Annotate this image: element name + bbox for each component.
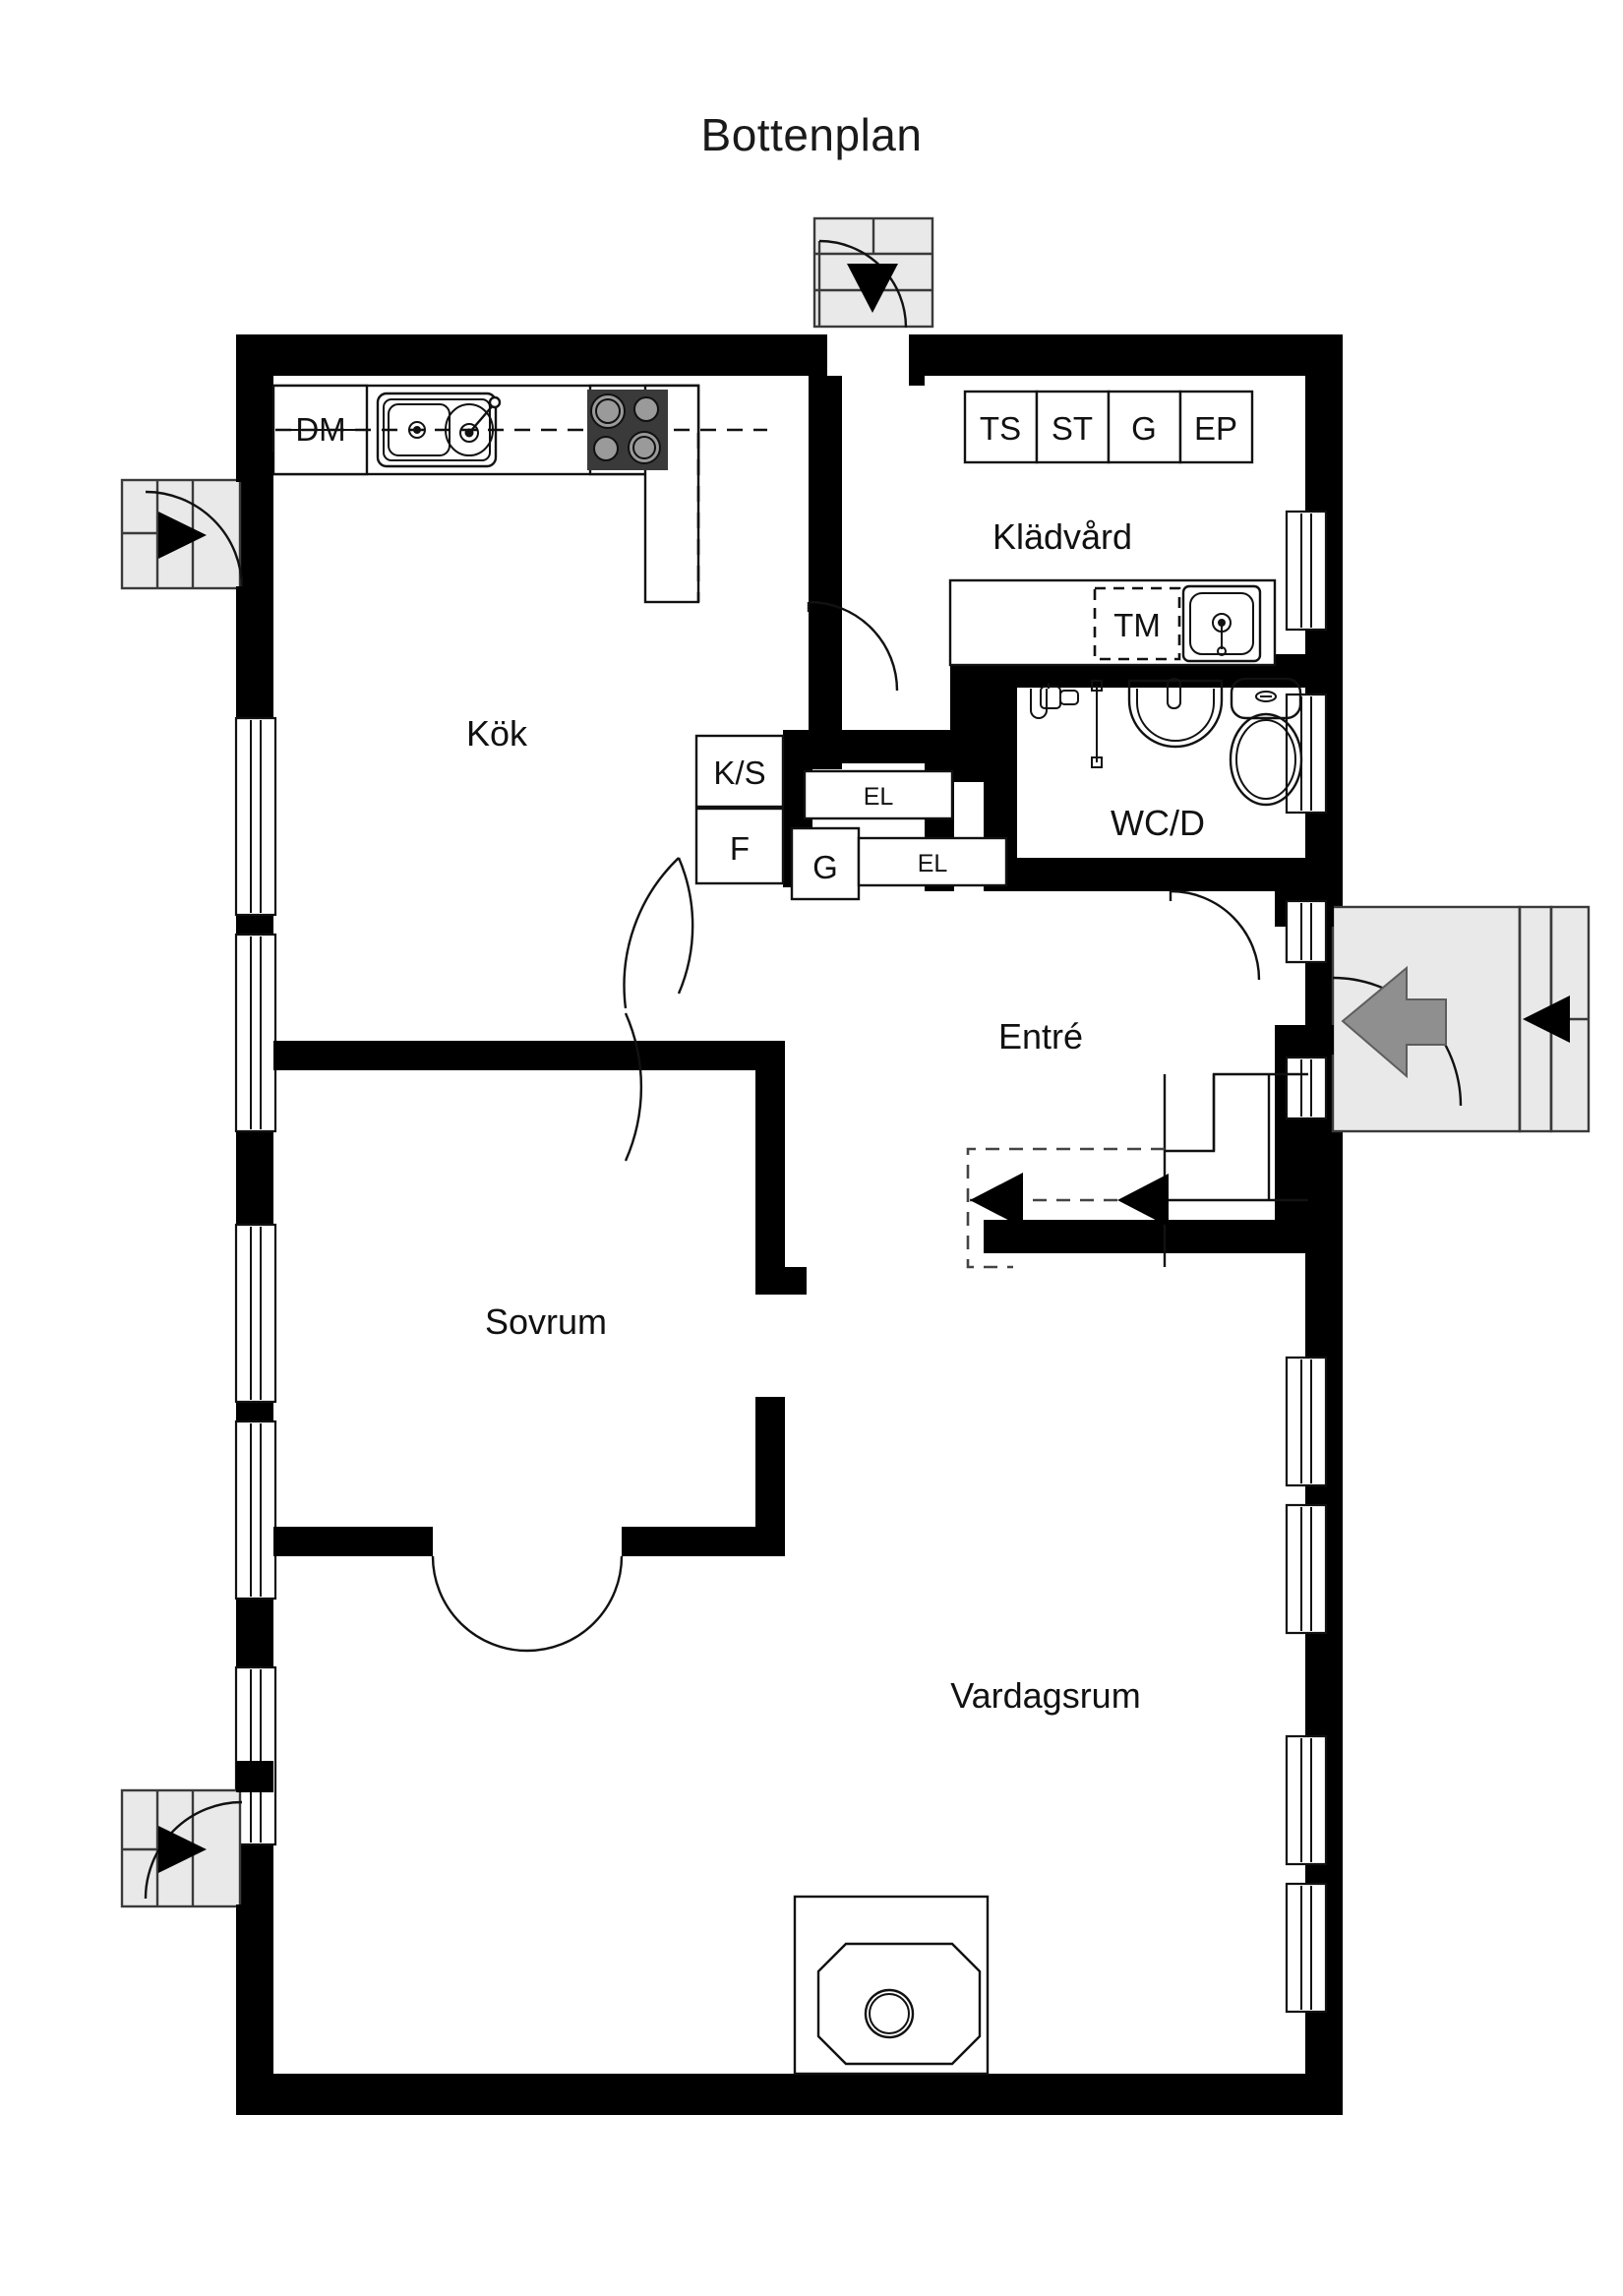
window-west-3	[234, 1223, 277, 1404]
window-east-6	[1285, 1503, 1328, 1635]
top-entrance-arrow	[847, 264, 898, 313]
stair-down-group	[966, 1072, 1308, 1269]
bathroom-sink-icon	[1127, 678, 1224, 749]
room-label-kladvard: Klädvård	[992, 516, 1132, 557]
interior-walls	[273, 376, 1308, 1556]
page-title: Bottenplan	[700, 109, 923, 160]
window-west-4	[234, 1420, 277, 1601]
door-swings	[431, 600, 1261, 1653]
storage-box-ep: EP	[1178, 390, 1254, 464]
top-entrance-group[interactable]	[812, 216, 934, 329]
laundry-counter: TM	[948, 578, 1277, 667]
utility-box-f: F	[694, 807, 785, 885]
room-label-kok: Kök	[466, 713, 528, 754]
storage-box-row: TS ST G EP	[963, 390, 1254, 464]
outer-walls	[236, 334, 1343, 2115]
electrical-box-upper-label: EL	[864, 783, 894, 811]
window-east-8	[1285, 1882, 1328, 2014]
storage-box-ts: TS	[963, 390, 1039, 464]
storage-box-st-label: ST	[1052, 410, 1093, 447]
tumble-dryer-label: TM	[1113, 607, 1161, 643]
room-label-sovrum: Sovrum	[485, 1301, 607, 1342]
laundry-sink-icon	[1181, 584, 1262, 663]
storage-box-g-label: G	[1131, 410, 1157, 447]
window-group-east	[1285, 510, 1328, 2014]
entrance-step-arrow	[1523, 996, 1570, 1043]
window-west-5	[234, 1665, 277, 1846]
window-west-1	[234, 716, 277, 917]
door-wc	[1169, 889, 1261, 981]
window-east-7	[1285, 1734, 1328, 1866]
stair-down-arrow-inner	[1117, 1174, 1169, 1227]
west-lower-exit-group[interactable]	[120, 1761, 273, 1936]
west-upper-exit-group[interactable]	[120, 453, 273, 616]
door-kitchen-hall	[807, 600, 899, 692]
room-label-vardagsrum: Vardagsrum	[950, 1675, 1140, 1716]
utility-box-g-label: G	[812, 849, 838, 885]
west-lower-exit-arrow	[158, 1826, 207, 1873]
electrical-box-upper: EL	[803, 769, 954, 820]
door-sovrum-living	[624, 1012, 643, 1162]
wood-stove-icon	[793, 1895, 990, 2076]
storage-box-g: G	[1107, 390, 1182, 464]
room-labels: Kök Sovrum Vardagsrum Entré Klädvård WC/…	[466, 516, 1205, 1716]
utility-box-ks-label: K/S	[713, 755, 765, 791]
window-east-5	[1285, 1356, 1328, 1487]
west-upper-exit-arrow	[158, 512, 207, 559]
window-west-2	[234, 933, 277, 1133]
door-sovrum-double	[431, 1555, 624, 1653]
toilet-icon	[1229, 677, 1303, 807]
main-entrance-arrow	[1341, 965, 1447, 1079]
window-group-west	[234, 716, 277, 1846]
shower-fixture-icon	[1030, 683, 1079, 719]
cooktop-icon	[587, 390, 668, 470]
wc-fixtures	[1030, 677, 1303, 807]
stair-down-arrow-outer	[970, 1173, 1023, 1228]
storage-box-ts-label: TS	[980, 410, 1021, 447]
storage-box-st: ST	[1035, 390, 1111, 464]
door-kitchen-sovrum	[623, 857, 694, 1009]
kitchen-counter: DM	[271, 384, 767, 604]
electrical-box-lower-label: EL	[918, 850, 948, 877]
tumble-dryer-box: TM	[1093, 586, 1181, 661]
top-wall-notch	[812, 325, 925, 386]
utility-box-ks: K/S	[694, 734, 785, 809]
utility-box-f-label: F	[730, 830, 750, 867]
electrical-box-lower: EL	[857, 836, 1008, 887]
room-label-wcd: WC/D	[1111, 803, 1205, 843]
storage-box-ep-label: EP	[1194, 410, 1237, 447]
room-label-entre: Entré	[998, 1016, 1083, 1057]
main-entrance-group[interactable]	[1275, 897, 1591, 1133]
utility-box-g: G	[790, 826, 861, 901]
utility-box-group: K/S F G EL EL	[694, 734, 1008, 901]
window-east-1	[1285, 510, 1328, 632]
floor-drain-line	[1091, 680, 1103, 768]
window-east-2	[1285, 693, 1328, 815]
